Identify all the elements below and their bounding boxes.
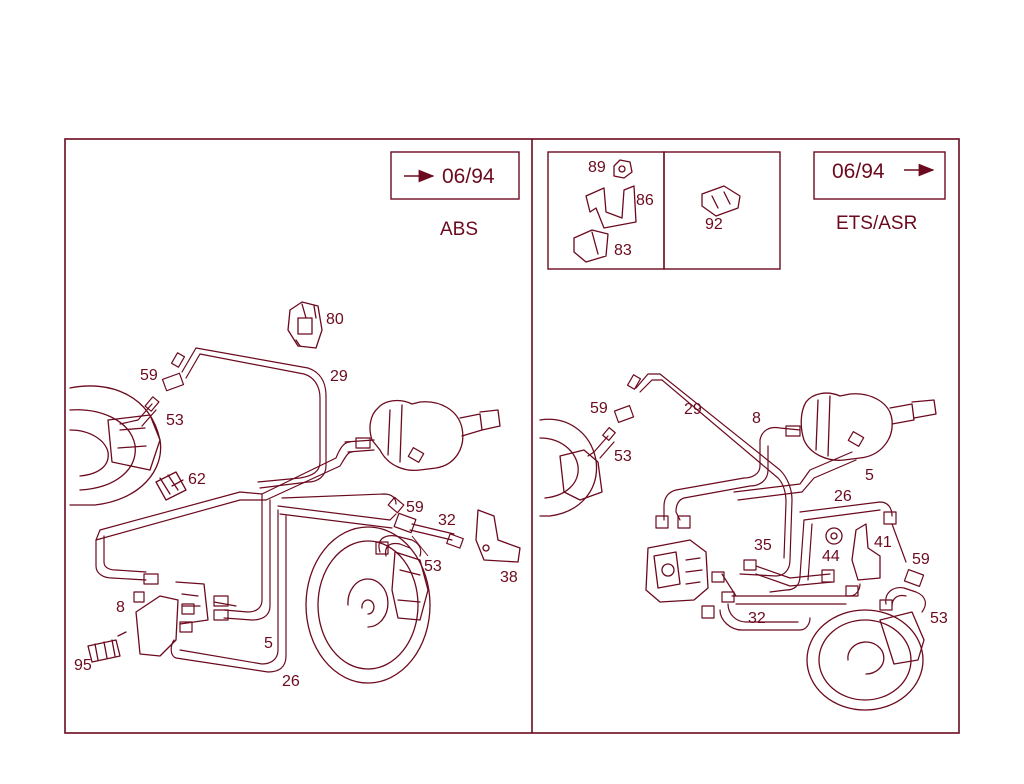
callout-29-right: 29 [684,401,702,418]
inset-box-clip [663,151,781,270]
callout-29: 29 [330,368,348,385]
callout-41-right: 41 [874,534,892,551]
callout-59b-right: 59 [912,551,930,568]
right-date-text: 06/94 [832,160,885,183]
inset-parts [573,159,741,263]
right-brake-lines [587,373,926,631]
left-date-box [390,151,520,200]
master-cylinder [344,399,501,472]
callout-8-right: 8 [752,410,761,427]
callout-38: 38 [500,569,518,586]
callout-26: 26 [282,673,300,690]
hydraulic-unit [645,539,709,603]
diagram-frame [64,138,960,734]
part-38-bracket [475,509,521,563]
callout-32: 32 [438,512,456,529]
part-86-bracket [585,185,637,229]
callout-8: 8 [116,599,125,616]
callout-26-right: 26 [834,488,852,505]
callout-59: 59 [140,367,158,384]
callout-53b: 53 [424,558,442,575]
left-panel [69,151,521,684]
left-date-text: 06/94 [442,165,495,188]
right-master-cylinder [800,392,937,461]
callout-80: 80 [326,311,344,328]
callout-89: 89 [588,159,606,176]
callout-59-right: 59 [590,400,608,417]
left-system-label: ABS [440,219,478,240]
callout-95: 95 [74,657,92,674]
callout-53b-right: 53 [930,610,948,627]
right-panel-rear-disc [539,418,603,517]
part-80-clip [287,301,323,349]
callout-59b: 59 [406,499,424,516]
callout-86: 86 [636,192,654,209]
right-fittings [602,374,925,619]
right-panel-front-disc [806,609,925,711]
right-date-box [813,151,946,200]
callout-53-right: 53 [614,448,632,465]
callout-62: 62 [188,471,206,488]
callout-35-right: 35 [754,537,772,554]
callout-5: 5 [264,635,273,652]
left-leaders [411,535,429,557]
part-62-block [155,471,187,501]
part-92-clip [701,185,741,217]
rear-caliper [135,581,209,657]
left-fittings [133,352,464,633]
right-panel [539,151,946,711]
part-83-bushing [573,229,609,263]
right-system-label: ETS/ASR [836,213,917,234]
left-brake-disc [69,385,162,506]
part-95-bracket [87,631,127,663]
left-brake-lines [95,347,455,673]
callout-92: 92 [705,216,723,233]
front-brake-disc [305,526,431,684]
callout-5-right: 5 [865,467,874,484]
callout-83: 83 [614,242,632,259]
callout-32-right: 32 [748,610,766,627]
part-44-41 [825,523,881,581]
callout-44-right: 44 [822,548,840,565]
part-89-nut [613,159,633,179]
callout-53: 53 [166,412,184,429]
